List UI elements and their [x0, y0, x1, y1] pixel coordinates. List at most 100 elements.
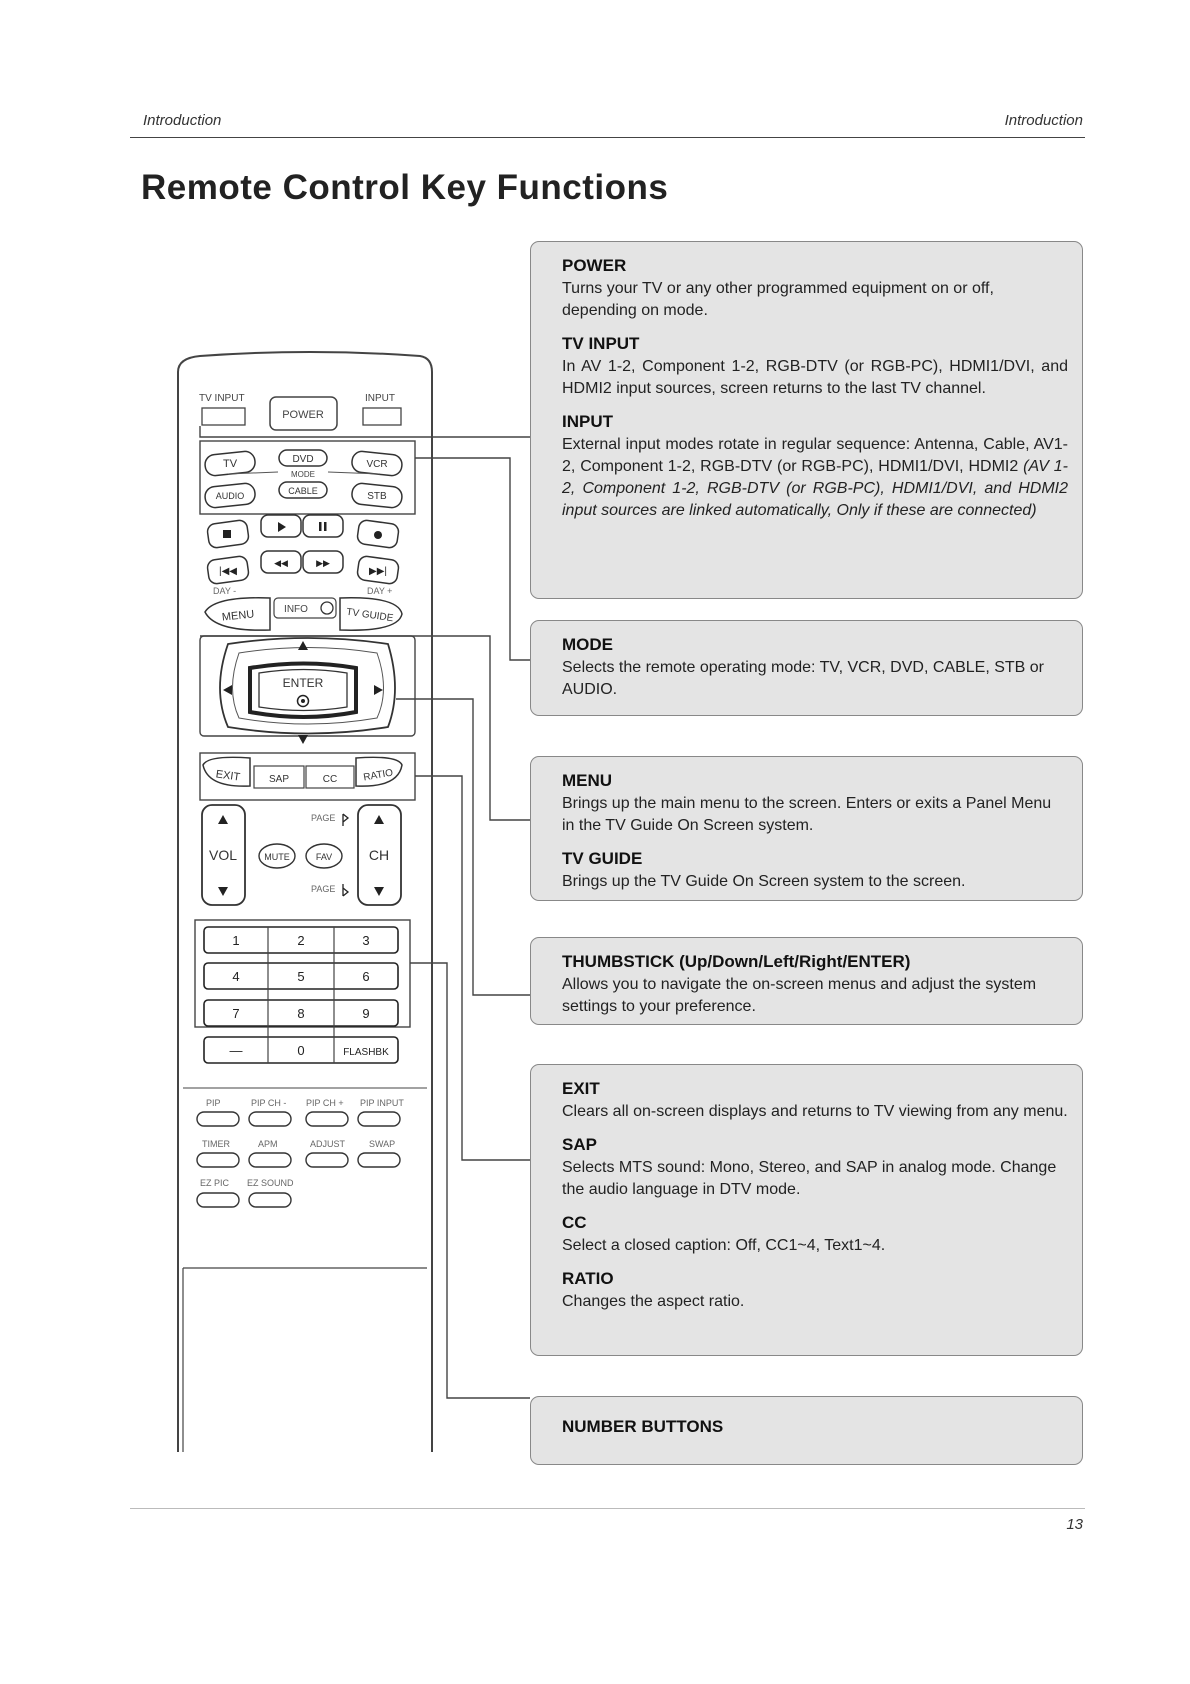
remote-enter-button[interactable] [258, 668, 348, 712]
up-arrow-icon[interactable] [298, 641, 308, 650]
mode-description: Selects the remote operating mode: TV, V… [562, 659, 1044, 698]
number-button-7[interactable]: 7 [232, 1006, 239, 1021]
remote-menu-button[interactable] [204, 597, 271, 631]
remote-stop-button[interactable] [206, 519, 250, 549]
rewind-icon: ◀◀ [274, 558, 288, 568]
remote-volume-rocker[interactable] [201, 804, 246, 906]
enter-icon [296, 694, 310, 708]
ratio-heading: RATIO [562, 1269, 614, 1288]
remote-enter-label: ENTER [283, 676, 324, 690]
power-input-description-box: POWER Turns your TV or any other program… [530, 241, 1083, 599]
remote-cable-mode-button[interactable] [278, 481, 328, 499]
remote-mode-label: MODE [291, 470, 315, 479]
remote-ratio-button[interactable] [355, 756, 403, 787]
remote-page-up-label: PAGE [311, 813, 335, 823]
remote-channel-rocker[interactable] [357, 804, 402, 906]
stop-icon [223, 530, 231, 538]
remote-skip-forward-button[interactable] [356, 555, 400, 585]
remote-vol-label: VOL [209, 847, 237, 863]
remote-adjust-button[interactable] [305, 1152, 349, 1168]
tv-guide-description: Brings up the TV Guide On Screen system … [562, 873, 966, 890]
remote-apm-button[interactable] [248, 1152, 292, 1168]
remote-audio-mode-button[interactable] [204, 482, 256, 509]
left-arrow-icon[interactable] [223, 685, 232, 695]
number-button-4[interactable]: 4 [232, 969, 239, 984]
sap-description: Selects MTS sound: Mono, Stereo, and SAP… [562, 1159, 1057, 1198]
running-header-right: Introduction [1004, 112, 1083, 129]
remote-timer-button[interactable] [196, 1152, 240, 1168]
remote-skip-back-button[interactable] [206, 555, 250, 585]
remote-vcr-label: VCR [366, 459, 387, 470]
thumbstick-description-box: THUMBSTICK (Up/Down/Left/Right/ENTER) Al… [530, 937, 1083, 1025]
remote-fav-label: FAV [316, 852, 332, 862]
play-icon [278, 522, 286, 532]
dash-button[interactable]: — [230, 1043, 243, 1058]
remote-info-button[interactable] [273, 597, 337, 619]
remote-sap-button[interactable] [253, 765, 305, 789]
remote-play-button[interactable] [260, 514, 302, 538]
number-button-5[interactable]: 5 [297, 969, 304, 984]
exit-description: Clears all on-screen displays and return… [562, 1103, 1068, 1120]
number-button-3[interactable]: 3 [362, 933, 369, 948]
channel-down-icon[interactable] [374, 887, 384, 896]
exit-heading: EXIT [562, 1079, 600, 1098]
remote-day-plus-label: DAY + [367, 586, 392, 596]
remote-pip-ch-minus-button[interactable] [248, 1111, 292, 1127]
remote-exit-button[interactable] [202, 756, 251, 787]
down-arrow-icon[interactable] [298, 735, 308, 744]
remote-pause-button[interactable] [302, 514, 344, 538]
remote-fav-button[interactable] [305, 843, 343, 869]
volume-down-icon[interactable] [218, 887, 228, 896]
remote-fast-forward-button[interactable] [302, 550, 344, 574]
remote-pip-input-button[interactable] [357, 1111, 401, 1127]
remote-record-button[interactable] [356, 519, 400, 549]
exit-description-box: EXIT Clears all on-screen displays and r… [530, 1064, 1083, 1356]
menu-heading: MENU [562, 771, 613, 790]
remote-mute-button[interactable] [258, 843, 296, 869]
remote-ez-pic-button[interactable] [196, 1192, 240, 1208]
remote-stb-mode-button[interactable] [351, 482, 403, 509]
mode-description-box: MODE Selects the remote operating mode: … [530, 620, 1083, 716]
remote-input-button[interactable] [362, 407, 402, 426]
remote-power-button[interactable] [269, 396, 338, 431]
remote-cc-button[interactable] [305, 765, 355, 789]
skip-back-icon: |◀◀ [219, 566, 237, 577]
skip-forward-icon: ▶▶| [369, 566, 387, 577]
remote-pip-ch-minus-label: PIP CH - [251, 1098, 286, 1108]
info-icon [320, 601, 334, 615]
remote-tv-input-label: TV INPUT [199, 393, 245, 404]
remote-ch-label: CH [369, 847, 389, 863]
tv-guide-heading: TV GUIDE [562, 849, 643, 868]
number-button-6[interactable]: 6 [362, 969, 369, 984]
remote-ratio-label: RATIO [363, 767, 394, 783]
number-button-2[interactable]: 2 [297, 933, 304, 948]
number-button-1[interactable]: 1 [232, 933, 239, 948]
channel-up-icon[interactable] [374, 815, 384, 824]
power-heading: POWER [562, 256, 627, 275]
remote-tv-input-button[interactable] [201, 407, 246, 426]
page-title: Remote Control Key Functions [141, 168, 669, 207]
number-button-9[interactable]: 9 [362, 1006, 369, 1021]
thumbstick-heading: THUMBSTICK (Up/Down/Left/Right/ENTER) [562, 952, 911, 971]
remote-pip-ch-plus-button[interactable] [305, 1111, 349, 1127]
remote-thumbstick[interactable] [219, 637, 396, 735]
remote-ez-sound-button[interactable] [248, 1192, 292, 1208]
remote-pip-button[interactable] [196, 1111, 240, 1127]
remote-swap-button[interactable] [357, 1152, 401, 1168]
number-button-8[interactable]: 8 [297, 1006, 304, 1021]
right-arrow-icon[interactable] [374, 685, 383, 695]
remote-info-label: INFO [284, 604, 308, 615]
number-button-0[interactable]: 0 [297, 1043, 304, 1058]
remote-page-down-label: PAGE [311, 884, 335, 894]
volume-up-icon[interactable] [218, 815, 228, 824]
input-description: External input modes rotate in regular s… [562, 434, 1068, 522]
remote-tv-guide-button[interactable] [339, 597, 403, 631]
menu-description: Brings up the main menu to the screen. E… [562, 795, 1052, 834]
remote-pip-label: PIP [206, 1098, 221, 1108]
remote-rewind-button[interactable] [260, 550, 302, 574]
ratio-description: Changes the aspect ratio. [562, 1293, 745, 1310]
flashback-button[interactable]: FLASHBK [343, 1047, 389, 1058]
remote-dvd-mode-button[interactable] [278, 449, 328, 467]
remote-input-label: INPUT [365, 393, 395, 404]
